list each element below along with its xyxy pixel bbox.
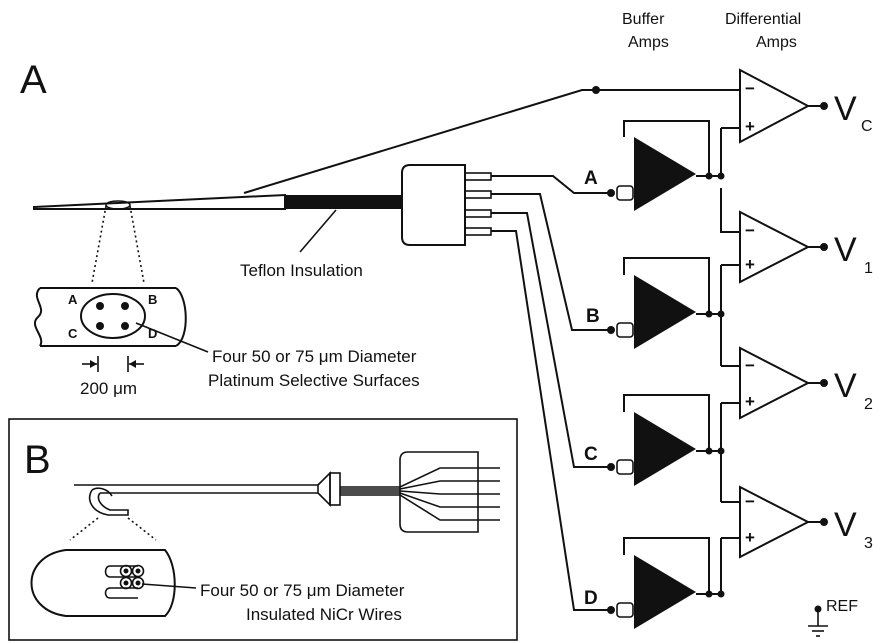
- connector-block: [401, 164, 466, 246]
- magnify-line-right: [129, 205, 145, 284]
- surfaces-label-line-1: Four 50 or 75 μm Diameter: [212, 347, 417, 366]
- input-label-c: C: [584, 444, 598, 465]
- buffer-header-line-1: Buffer: [622, 11, 665, 28]
- teflon-insulation-label: Teflon Insulation: [240, 261, 363, 280]
- buffer-amp-b: [607, 257, 725, 366]
- panel-label-b: B: [24, 438, 51, 482]
- differential-header-line-1: Differential: [725, 11, 801, 28]
- output-v3-sub: 3: [864, 535, 873, 552]
- buffer-amps-header: Buffer Amps: [622, 11, 669, 51]
- wires-label-line-1: Four 50 or 75 μm Diameter: [200, 581, 405, 600]
- input-label-d: D: [584, 588, 598, 609]
- wires-label-line-2: Insulated NiCr Wires: [246, 605, 402, 624]
- electrode-needle: [33, 193, 403, 210]
- surface-label-a: A: [68, 292, 78, 307]
- input-label-a: A: [584, 168, 598, 189]
- output-label-v2: V 2: [834, 367, 873, 413]
- differential-amp-v2: [721, 346, 828, 420]
- wire-c: [491, 212, 611, 468]
- panel-b-magnify-line-left: [69, 517, 99, 541]
- output-label-v1: V 1: [834, 231, 873, 277]
- spacing-dimension-arrows: [82, 356, 144, 372]
- buffer-amp-triangle-b: [634, 275, 696, 349]
- magnified-electrode-tip: [33, 287, 187, 347]
- differential-amp-vc: [721, 68, 828, 144]
- buffer-amp-a: [607, 120, 725, 211]
- v1-plus-sign: +: [745, 255, 755, 274]
- output-v1-main: V: [834, 231, 857, 269]
- teflon-leader-line: [299, 209, 337, 253]
- panel-b-magnified-tip: [30, 549, 176, 617]
- teflon-insulation-sleeve: [285, 195, 403, 209]
- buffer-amp-triangle-c: [634, 412, 696, 486]
- buffer-amp-d: [607, 537, 725, 629]
- output-label-vc: V C: [834, 90, 873, 135]
- buffer-amp-triangle-a: [634, 137, 696, 211]
- panel-label-a: A: [20, 58, 47, 102]
- ground-symbol: [808, 605, 828, 637]
- wires-leader-line: [141, 583, 197, 589]
- buffer-header-line-2: Amps: [628, 34, 669, 51]
- v2-plus-sign: +: [745, 392, 755, 411]
- surfaces-leader-line: [135, 322, 209, 353]
- output-v2-main: V: [834, 367, 857, 405]
- output-v2-sub: 2: [864, 396, 873, 413]
- surface-label-c: C: [68, 326, 78, 341]
- v1-minus-sign: −: [745, 221, 755, 240]
- surface-label-d: D: [148, 326, 157, 341]
- v2-minus-sign: −: [745, 356, 755, 375]
- output-v1-sub: 1: [864, 260, 873, 277]
- wire-b: [491, 193, 611, 331]
- vc-minus-sign: −: [745, 79, 755, 98]
- panel-b-electrode: [74, 451, 500, 533]
- magnify-line-left: [91, 205, 107, 284]
- wire-d: [491, 230, 611, 611]
- differential-header-line-2: Amps: [756, 34, 797, 51]
- ref-label: REF: [826, 598, 858, 615]
- v3-minus-sign: −: [745, 492, 755, 511]
- spacing-label: 200 μm: [80, 379, 137, 398]
- vc-plus-sign: +: [745, 117, 755, 136]
- v3-plus-sign: +: [745, 528, 755, 547]
- input-label-b: B: [586, 306, 600, 327]
- surfaces-label-line-2: Platinum Selective Surfaces: [208, 371, 420, 390]
- output-label-v3: V 3: [834, 506, 873, 552]
- differential-amp-v3: [721, 485, 828, 559]
- panel-b-frame: [8, 418, 518, 641]
- output-vc-sub: C: [861, 118, 873, 135]
- panel-b-magnify-line-right: [127, 517, 157, 541]
- buffer-amp-triangle-d: [634, 555, 696, 629]
- output-vc-main: V: [834, 90, 857, 128]
- differential-amps-header: Differential Amps: [725, 11, 801, 51]
- differential-amp-v1: [720, 188, 828, 284]
- connector-pins: [464, 172, 492, 236]
- buffer-amp-c: [607, 394, 725, 502]
- reference-wire: [243, 89, 740, 194]
- wire-a: [491, 175, 611, 194]
- output-v3-main: V: [834, 506, 857, 544]
- surface-label-b: B: [148, 292, 157, 307]
